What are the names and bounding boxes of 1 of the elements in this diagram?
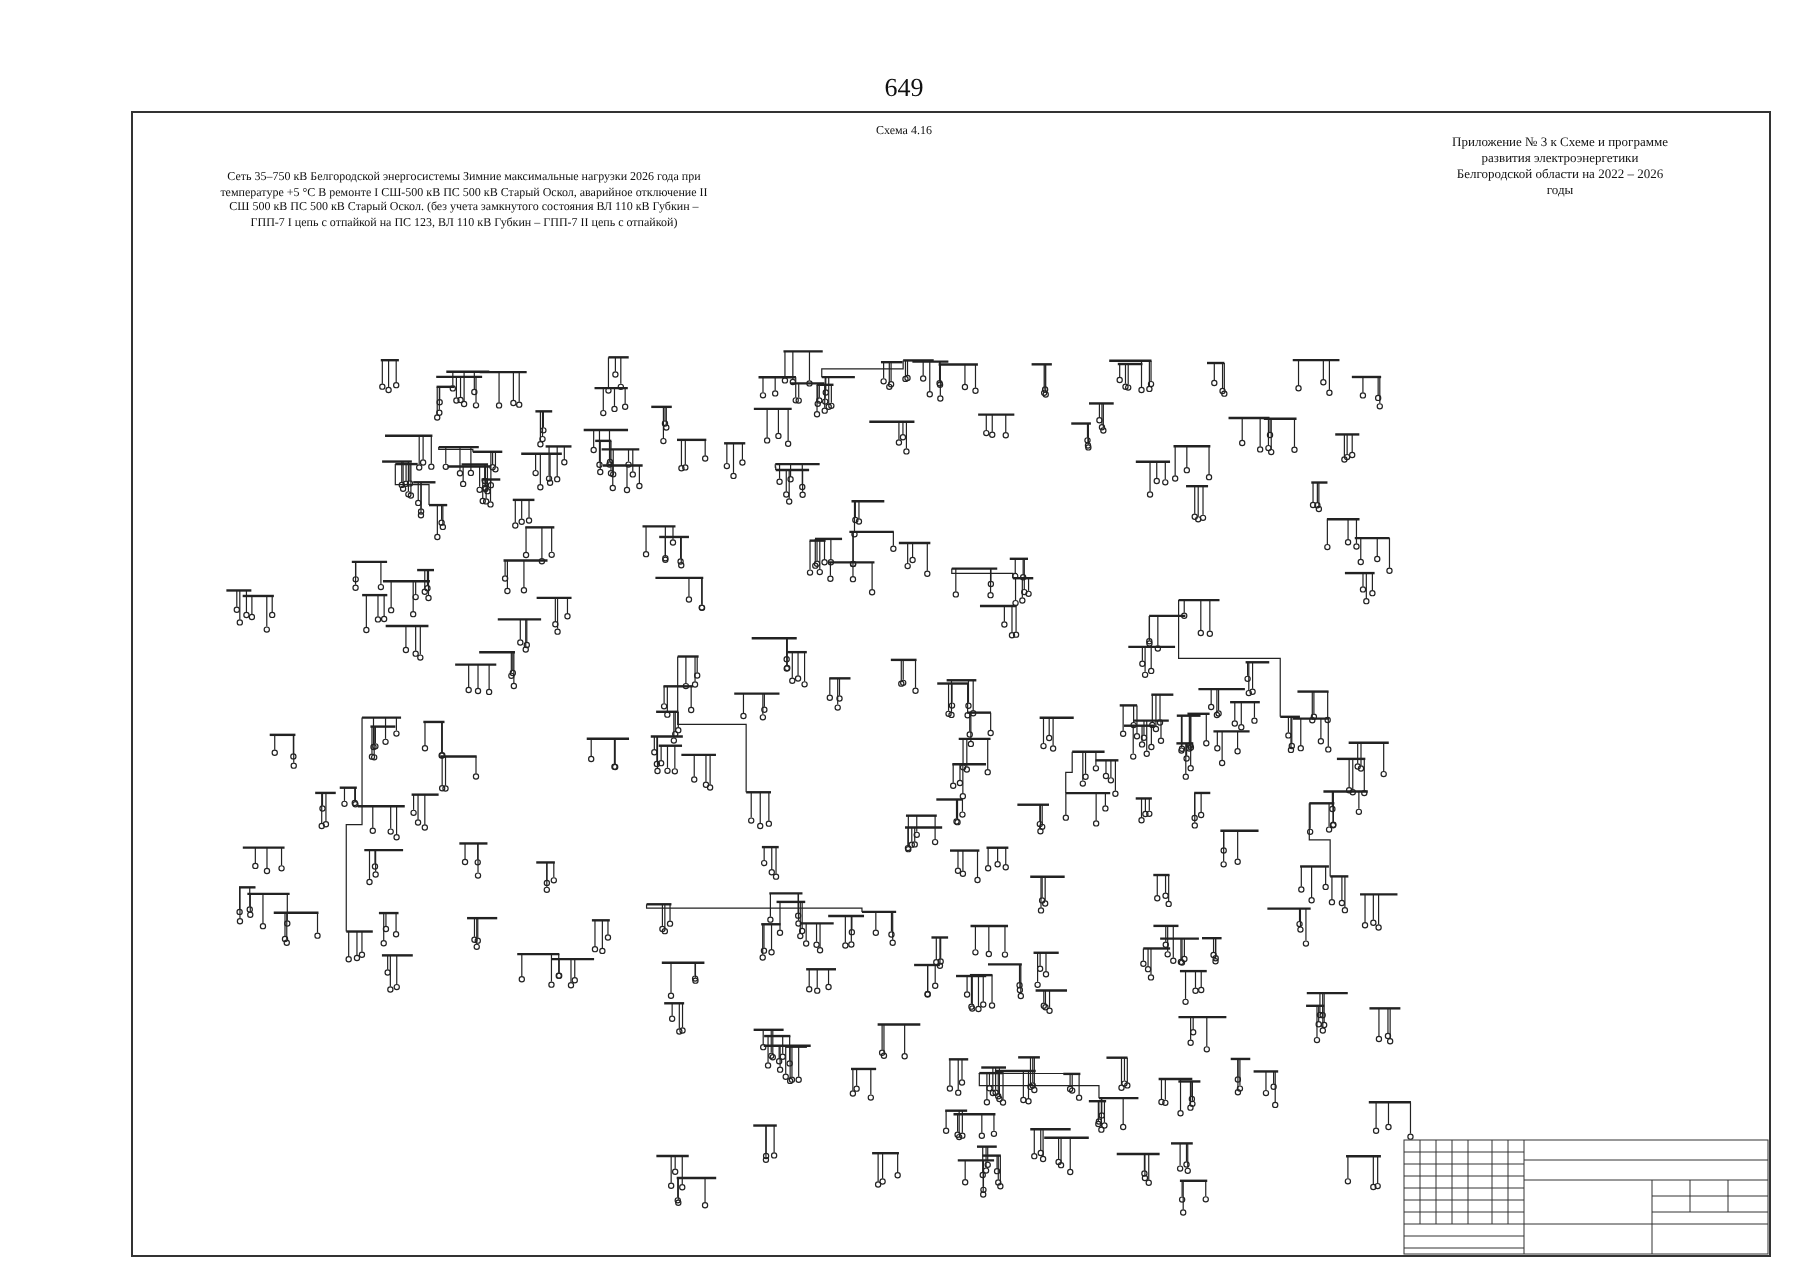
page-number: 649 (882, 72, 926, 105)
